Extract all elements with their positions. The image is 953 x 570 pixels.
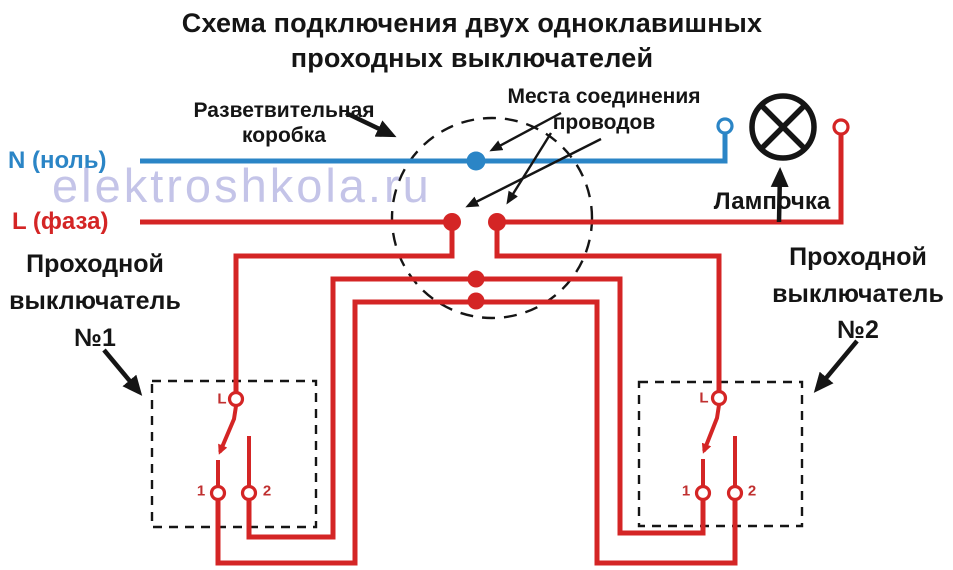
switch2-common-terminal	[710, 389, 728, 407]
switch2-arrow	[813, 339, 859, 393]
lamp-return-wire	[497, 135, 844, 225]
junction-dot-traveller-lower	[467, 292, 485, 310]
lamp-icon	[749, 93, 817, 161]
switch1-terminal-label-common: L	[217, 390, 227, 408]
switch2-terminal-label-1: 1	[681, 482, 691, 500]
lamp-neutral-terminal	[716, 117, 734, 135]
switch2-symbol	[694, 389, 744, 502]
switch2-label-line1: Проходной	[789, 243, 927, 271]
connection-arrow-lamp	[506, 132, 553, 205]
switch1-common-terminal	[227, 390, 245, 408]
switch1-lever	[218, 405, 238, 455]
junction-box-arrow	[345, 110, 397, 138]
switch1-feed-wire	[233, 222, 455, 392]
neutral-label: N (ноль)	[8, 147, 107, 174]
lamp-phase-terminal	[832, 118, 850, 136]
switch1-label-line1: Проходной	[26, 250, 164, 278]
connection-arrow-phase	[465, 137, 602, 208]
phase-label: L (фаза)	[12, 208, 109, 235]
switch1-label-line2: выключатель	[9, 287, 181, 315]
switch1-terminal-label-1: 1	[196, 482, 206, 500]
junction-dot-neutral	[466, 151, 486, 171]
switch2-label-line2: выключатель	[772, 280, 944, 308]
junction-dot-traveller-upper	[467, 270, 485, 288]
switch2-label-line3: №2	[837, 316, 879, 344]
connections-label-line2: проводов	[552, 111, 656, 134]
connections-label-line1: Места соединения	[507, 85, 701, 108]
connection-arrow-neutral	[489, 111, 562, 152]
switch1-symbol	[209, 390, 258, 502]
junction-box-label-line1: Разветвительная	[193, 99, 375, 122]
switch2-terminal-1	[694, 484, 712, 502]
junction-box-label-line2: коробка	[242, 124, 326, 147]
junction-box-circle	[390, 116, 594, 320]
page-title-line2: проходных выключателей	[290, 43, 654, 73]
switch2-terminal-label-common: L	[699, 389, 709, 407]
lamp-label: Лампочка	[713, 188, 831, 215]
lamp-arrow	[770, 167, 789, 223]
switch2-feed-wire	[494, 222, 722, 391]
switch1-terminal-1	[209, 484, 227, 502]
page-title-line1: Схема подключения двух одноклавишных	[181, 8, 763, 38]
junction-dot-lamp	[488, 213, 506, 231]
switch1-terminal-2	[240, 484, 258, 502]
traveller-wire-upper	[246, 276, 706, 540]
neutral-wire	[140, 134, 728, 164]
switch1-arrow	[102, 348, 143, 396]
switch1-label-line3: №1	[74, 324, 116, 352]
switch2-lever	[701, 404, 721, 454]
switch1-terminal-label-2: 2	[262, 482, 272, 500]
swit2-terminal-2	[726, 484, 744, 502]
traveller-wire-lower	[215, 299, 738, 566]
junction-dot-phase	[443, 213, 461, 231]
switch2-terminal-label-2: 2	[747, 482, 757, 500]
